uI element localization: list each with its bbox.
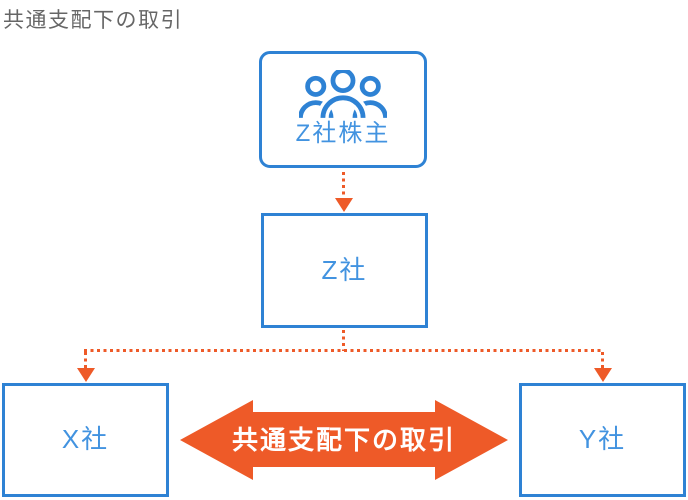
arrowhead-into-right-subsidiary-icon [594,368,612,382]
connector-branch-left [84,352,87,369]
transaction-double-arrow: 共通支配下の取引 [180,400,508,480]
shareholders-label: Z社株主 [295,120,391,148]
subsidiary-x-label: X社 [61,424,110,455]
parent-company-label: Z社 [321,254,368,285]
page-title: 共通支配下の取引 [3,9,183,32]
arrowhead-into-parent-icon [335,198,353,212]
subsidiary-x-box: X社 [2,383,169,497]
arrowhead-into-left-subsidiary-icon [77,368,95,382]
connector-branch-right [601,352,604,369]
transaction-arrow-label: 共通支配下の取引 [232,425,456,455]
subsidiary-y-label: Y社 [578,424,627,455]
parent-company-box: Z社 [261,213,428,328]
connector-shareholders-parent [342,172,345,198]
connector-branch-horizontal [84,349,604,352]
connector-parent-stub [342,330,345,351]
people-group-icon [299,70,387,119]
double-arrow-shape-icon [180,400,508,480]
shareholders-box: Z社株主 [259,51,427,168]
subsidiary-y-box: Y社 [519,383,686,497]
